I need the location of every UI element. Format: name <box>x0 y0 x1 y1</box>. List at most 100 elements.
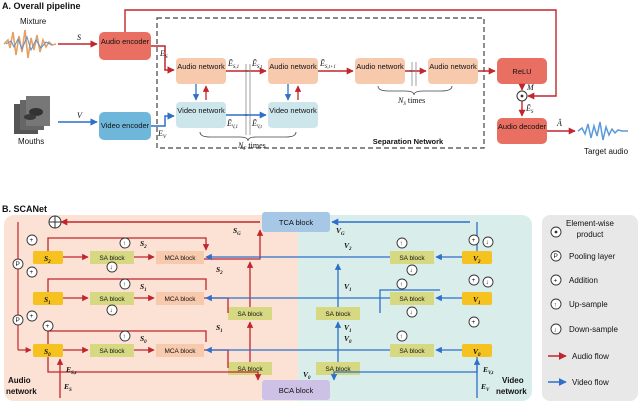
ev1-label: ẼV,1 <box>226 119 238 130</box>
svg-text:+: + <box>30 237 34 244</box>
svg-text:↓: ↓ <box>486 279 489 286</box>
sa-blocks-video <box>316 251 434 375</box>
svg-text:↓: ↓ <box>410 309 413 316</box>
relu-block <box>497 58 547 84</box>
sa-v-mid0: SA block <box>325 366 351 373</box>
s2-bar-2: S2 <box>216 265 223 276</box>
v0-node-label: V0 <box>473 347 481 358</box>
es-label-b: ES <box>63 382 72 393</box>
ev-label-b: EV <box>480 382 490 393</box>
upsample-icon: ↑ <box>554 302 557 309</box>
legend-audio-flow: Audio flow <box>572 352 609 361</box>
elementwise-icon <box>554 230 558 234</box>
svg-text:P: P <box>16 261 20 268</box>
audio-network-label-2: network <box>6 387 37 396</box>
ev-t-label: EV,t <box>482 365 494 376</box>
s0-node-label: S0 <box>44 347 51 358</box>
video-network-label-2: network <box>496 387 527 396</box>
s1-bar-2: S1 <box>216 323 223 334</box>
v0-bar-2: V0 <box>303 370 311 381</box>
ev-label: EV <box>157 129 167 140</box>
v2-node-label: V2 <box>473 254 481 265</box>
m-label: M <box>526 83 535 92</box>
svg-text:+: + <box>30 269 34 276</box>
sa-a0: SA block <box>99 348 125 355</box>
sa-a-mid1: SA block <box>237 311 263 318</box>
sa-v1: SA block <box>399 296 425 303</box>
svg-text:↑: ↑ <box>123 281 126 288</box>
sa-a2: SA block <box>99 255 125 262</box>
s1-bar-1: S1 <box>140 282 147 293</box>
mca-1: MCA block <box>164 296 196 303</box>
video-network-2: Video network <box>269 106 317 115</box>
video-network-block-2 <box>268 102 318 128</box>
svg-text:+: + <box>472 319 476 326</box>
legend-elementwise-2: product <box>577 230 604 239</box>
s2-bar-1: S2 <box>140 239 147 250</box>
tca-block <box>262 212 330 232</box>
audio-side-circle-glyphs: P P + + + + ↑ ↑ ↑ ↓ ↓ <box>16 237 126 340</box>
downsample-icon: ↓ <box>554 327 557 334</box>
pooling-icon: P <box>554 253 558 260</box>
s1-node-label: S1 <box>44 295 51 306</box>
legend-video-flow: Video flow <box>572 378 609 387</box>
video-side-circles <box>396 234 494 342</box>
svg-text:↑: ↑ <box>400 240 403 247</box>
svg-text:↓: ↓ <box>486 239 489 246</box>
s0-bar-1: S0 <box>140 334 147 345</box>
svg-text:+: + <box>30 313 34 320</box>
nf-times: NF times <box>237 141 266 152</box>
sa-a1: SA block <box>99 296 125 303</box>
v1-bar-1: V1 <box>344 282 352 293</box>
video-network-block-1 <box>176 102 226 128</box>
vg-label: VG <box>336 226 345 237</box>
svg-text:↓: ↓ <box>410 267 413 274</box>
video-side-circle-glyphs: +++ ↑↑↑ ↓↓ ↓↓ <box>400 237 489 340</box>
separation-network-box <box>156 17 485 149</box>
svg-text:↑: ↑ <box>123 333 126 340</box>
sa-v0: SA block <box>399 348 425 355</box>
v2-bar-1: V2 <box>344 241 352 252</box>
svg-text:~: ~ <box>244 68 248 75</box>
sa-blocks-audio <box>90 251 272 375</box>
mixture-label: Mixture <box>20 17 47 26</box>
mouths-image-icon <box>14 96 50 134</box>
tca-label: TCA block <box>279 218 313 227</box>
target-label: Target audio <box>584 147 629 156</box>
svg-text:~: ~ <box>244 112 248 119</box>
audio-encoder-label: Audio encoder <box>101 37 150 46</box>
svg-text:+: + <box>472 237 476 244</box>
legend-downsample: Down-sample <box>569 325 618 334</box>
bca-block <box>262 380 330 400</box>
audio-network-3: Audio network <box>356 62 404 71</box>
relu-label: ReLU <box>512 67 531 76</box>
video-network-1: Video network <box>177 106 225 115</box>
scanet-title: B. SCANet <box>2 204 47 214</box>
v1-bar-2: V1 <box>344 323 352 334</box>
video-encoder-block <box>99 112 151 140</box>
audio-network-label: Audio <box>8 376 31 385</box>
svg-text:↑: ↑ <box>123 240 126 247</box>
s2-node-label: S2 <box>44 254 51 265</box>
svg-text:↓: ↓ <box>110 307 113 314</box>
bca-label: BCA block <box>279 386 314 395</box>
sg-label: SG <box>233 226 241 237</box>
sa-a-mid0: SA block <box>237 366 263 373</box>
est1-label: ẼS,t+1 <box>319 59 336 70</box>
svg-text:P: P <box>16 317 20 324</box>
video-network-label: Video <box>502 376 524 385</box>
svg-text:↑: ↑ <box>400 281 403 288</box>
ahat-label: Â <box>556 118 562 128</box>
sa-v2: SA block <box>399 255 425 262</box>
s-nodes <box>33 251 492 357</box>
v0-bar-1: V0 <box>344 334 352 345</box>
svg-text:↓: ↓ <box>110 264 113 271</box>
svg-text:+: + <box>46 323 50 330</box>
evt-label: ẼV,t <box>251 119 263 130</box>
v1-node-label: V1 <box>473 295 481 306</box>
legend-elementwise: Element-wise <box>566 219 615 228</box>
audio-network-background <box>4 215 298 401</box>
audio-network-blocks <box>176 58 478 84</box>
